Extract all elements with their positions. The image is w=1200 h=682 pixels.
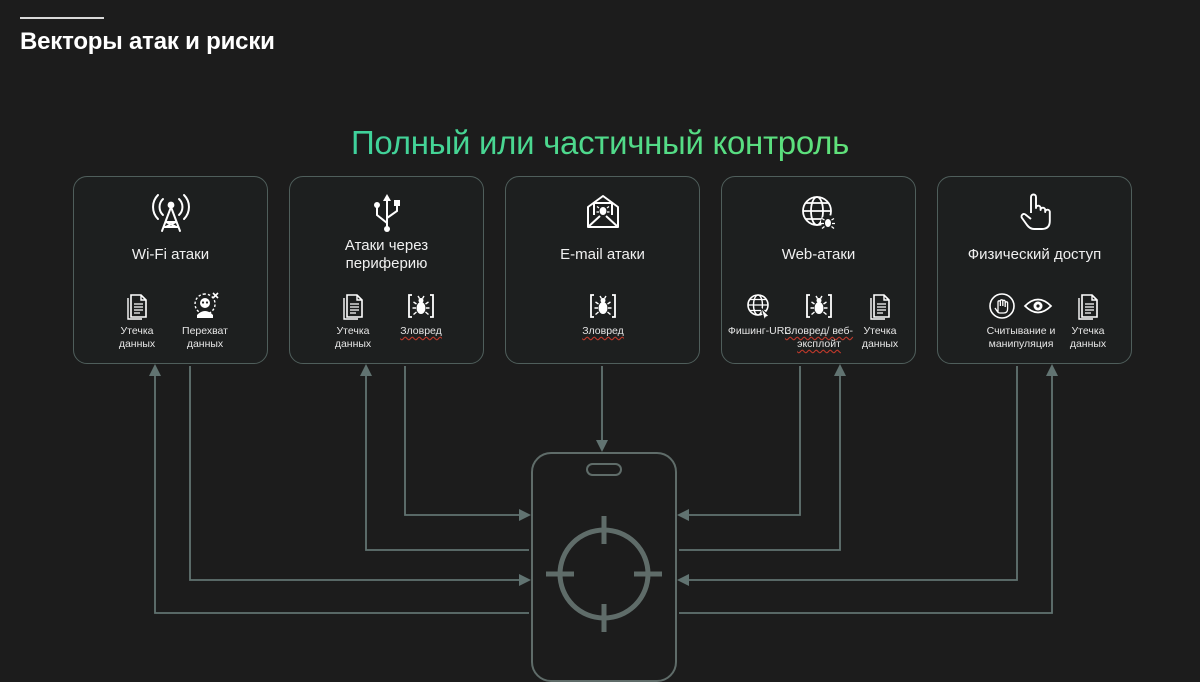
arrowhead-up [834,364,846,376]
risk-label: Утечка данных [1069,325,1107,350]
usb-icon [373,194,400,232]
risk-label: Утечка данных [334,325,372,350]
title-accent-line [20,17,104,19]
phone-notch [586,463,622,476]
wifi-tower-icon [151,194,190,232]
risk-item: Зловред [386,291,456,338]
wire-web-in [679,372,841,551]
risk-item: Утечка данных [102,291,172,351]
risk-label: Считывание и манипуляция [986,325,1056,350]
risk-label: Утечка данных [118,325,156,350]
malware-icon [804,291,834,321]
risk-label: Зловред [400,325,442,337]
vector-card-physical: Физический доступ Считывание и манипуляц… [937,176,1132,364]
arrowhead-up [1046,364,1058,376]
risk-label: Перехват данных [182,325,228,350]
hand-eye-icon [989,293,1053,319]
intercept-icon [194,292,219,318]
hand-pointer-icon [1020,193,1051,230]
risk-item: Утечка данных [318,291,388,351]
email-malware-icon [586,195,619,228]
vector-title: Физический доступ [967,246,1102,263]
vector-card-web: Web-атаки Фишинг-URL Зловред/ веб-экспло… [721,176,916,364]
wire-wifi-in [154,372,529,614]
wire-wifi-out [189,366,523,581]
vector-card-email: E-mail атаки Зловред [505,176,700,364]
malware-icon [406,291,436,321]
headline: Полный или частичный контроль [0,124,1200,162]
document-icon [865,291,895,321]
risk-label: Фишинг-URL [727,325,791,337]
arrowhead-up [360,364,372,376]
arrowhead-right [519,574,531,586]
wire-physical-in [679,372,1053,614]
crosshair-target-icon [546,516,662,632]
document-icon [338,291,368,321]
risk-item: Перехват данных [170,291,240,351]
phishing-globe-icon [744,291,770,321]
vector-title: Web-атаки [781,246,856,263]
risk-item: Утечка данных [1053,291,1123,351]
arrowhead-left [677,574,689,586]
risk-label: Утечка данных [861,325,899,350]
wire-web-out [685,366,801,516]
vector-title: Атаки через периферию [344,237,429,272]
phone-device [531,452,677,682]
arrowhead-left [677,509,689,521]
arrowhead-down [596,440,608,452]
document-icon [1073,291,1103,321]
vector-card-peripheral: Атаки через периферию Утечка данных Злов… [289,176,484,364]
risk-item: Зловред [568,291,638,338]
connector-lines [149,364,1058,614]
risk-item: Считывание и манипуляция [966,291,1076,351]
wire-peripheral-out [404,366,523,516]
arrowhead-right [519,509,531,521]
vector-card-wifi: Wi-Fi атаки Утечка данных Перехват данны… [73,176,268,364]
globe-malware-icon [801,196,835,230]
page-title: Векторы атак и риски [20,28,275,55]
wire-peripheral-in [365,372,529,551]
risk-label: Зловред [582,325,624,337]
risk-label: Зловред/ веб-эксплойт [784,325,854,350]
arrowhead-up [149,364,161,376]
malware-icon [588,291,618,321]
risk-item: Утечка данных [845,291,915,351]
document-icon [122,291,152,321]
risk-item: Фишинг-URL [724,291,794,338]
vector-title: E-mail атаки [560,246,645,263]
risk-item: Зловред/ веб-эксплойт [784,291,854,351]
wire-physical-out [685,366,1018,581]
vector-title: Wi-Fi атаки [131,246,210,263]
